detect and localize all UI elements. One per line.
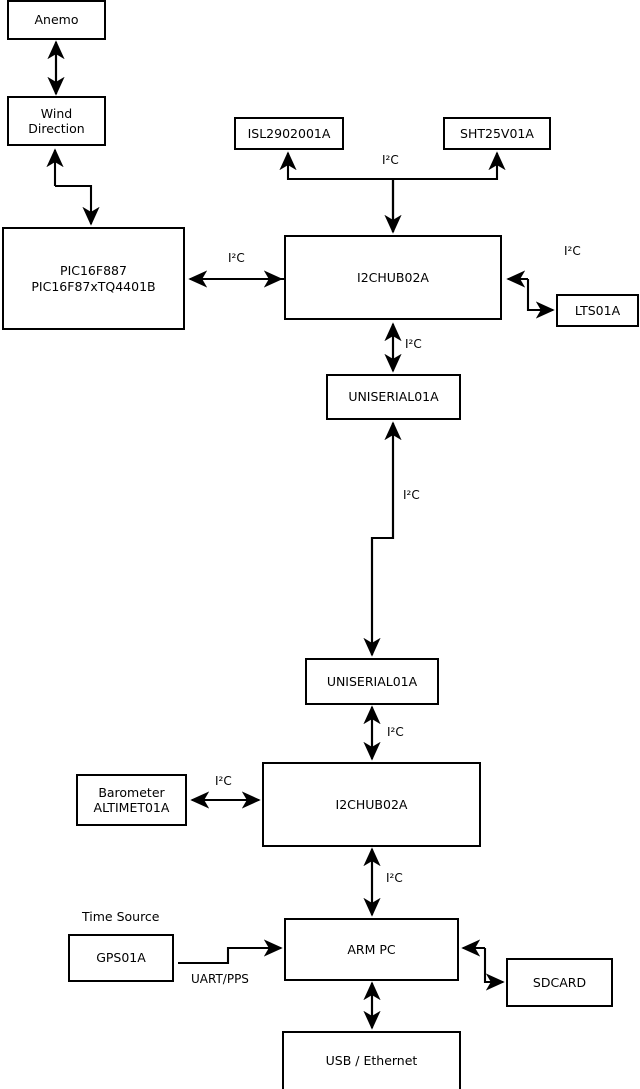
node-uniserial01a-lower-label: UNISERIAL01A	[326, 673, 418, 689]
node-arm-pc[interactable]: ARM PC	[284, 918, 459, 981]
node-i2chub02a-top-label: I2CHUB02A	[357, 269, 429, 285]
node-isl2902001a-label: ISL2902001A	[247, 125, 331, 141]
edge-label-i2c-long-link: I²C	[403, 488, 420, 502]
node-sdcard-label: SDCARD	[532, 974, 587, 990]
node-anemo-label: Anemo	[34, 12, 79, 28]
node-arm-pc-label: ARM PC	[347, 941, 396, 957]
node-usb-ethernet-label: USB / Ethernet	[325, 1053, 418, 1069]
edge-label-i2c-hub-uniserial: I²C	[405, 337, 422, 351]
node-i2chub02a-top[interactable]: I2CHUB02A	[284, 235, 502, 320]
node-pic-microcontroller-label: PIC16F887 PIC16F87xTQ4401B	[31, 263, 156, 294]
edge-label-i2c-barometer-hub2: I²C	[215, 774, 232, 788]
node-isl2902001a[interactable]: ISL2902001A	[234, 117, 344, 150]
node-usb-ethernet[interactable]: USB / Ethernet	[282, 1031, 461, 1089]
node-wind-direction-label: Wind Direction	[28, 105, 85, 136]
edge-label-uart-pps: UART/PPS	[191, 972, 249, 986]
edge-label-i2c-hub2-arm: I²C	[386, 871, 403, 885]
node-lts01a[interactable]: LTS01A	[556, 294, 639, 327]
node-i2chub02a-bottom-label: I2CHUB02A	[335, 796, 408, 812]
node-sht25v01a[interactable]: SHT25V01A	[443, 117, 551, 150]
node-pic-microcontroller[interactable]: PIC16F887 PIC16F87xTQ4401B	[2, 227, 185, 330]
node-barometer-altimet01a[interactable]: Barometer ALTIMET01A	[76, 774, 187, 826]
node-barometer-altimet01a-label: Barometer ALTIMET01A	[93, 784, 170, 815]
node-uniserial01a-lower[interactable]: UNISERIAL01A	[305, 658, 439, 705]
edge-hub-sht	[391, 151, 506, 232]
edge-label-i2c-uniserial-hub2: I²C	[387, 725, 404, 739]
node-sdcard[interactable]: SDCARD	[506, 958, 613, 1007]
edge-label-i2c-hub-lts: I²C	[564, 244, 581, 258]
label-time-source: Time Source	[82, 909, 160, 924]
node-wind-direction[interactable]: Wind Direction	[7, 96, 106, 146]
node-anemo[interactable]: Anemo	[7, 0, 106, 40]
edge-gps-arm	[178, 939, 283, 965]
node-uniserial01a-upper[interactable]: UNISERIAL01A	[326, 374, 461, 420]
node-lts01a-label: LTS01A	[574, 302, 621, 318]
edge-hub-to-lts	[526, 279, 555, 319]
node-i2chub02a-bottom[interactable]: I2CHUB02A	[262, 762, 481, 847]
node-gps01a-label: GPS01A	[96, 950, 146, 966]
edge-long-link-down	[363, 423, 395, 657]
edge-label-i2c-pic-hub: I²C	[228, 251, 245, 265]
edge-hub-isl	[279, 151, 395, 232]
edge-wind-pic-path	[55, 184, 100, 226]
node-uniserial01a-upper-label: UNISERIAL01A	[348, 389, 439, 405]
edge-arm-to-sdcard	[483, 948, 505, 991]
node-gps01a[interactable]: GPS01A	[68, 934, 174, 982]
edge-label-i2c-top-bus: I²C	[382, 153, 399, 167]
node-sht25v01a-label: SHT25V01A	[460, 125, 534, 141]
